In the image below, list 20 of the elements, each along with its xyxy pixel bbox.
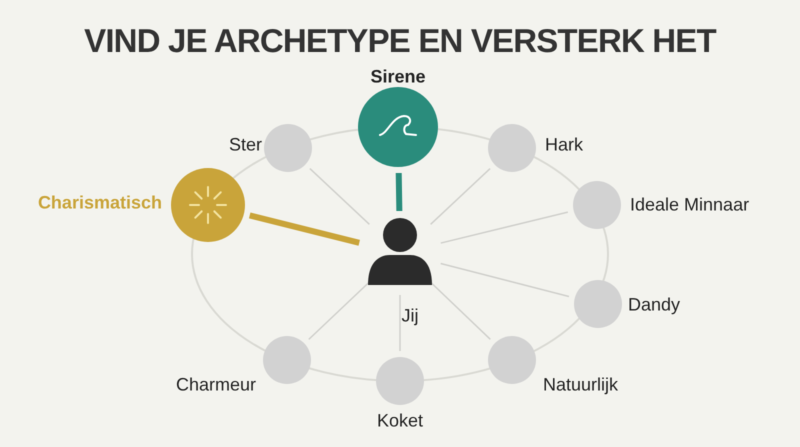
connector-line <box>396 172 402 212</box>
connector-line <box>399 295 401 351</box>
connector-line <box>308 281 370 340</box>
archetype-label: Charismatisch <box>38 192 162 214</box>
connector-line <box>430 281 491 340</box>
connector-line <box>248 212 360 246</box>
archetype-label: Ideale Minnaar <box>630 194 750 216</box>
title: VIND JE ARCHETYPE EN VERSTERK HET <box>84 21 716 61</box>
archetype-label: Ster <box>228 134 262 156</box>
archetype-label: Dandy <box>628 294 680 316</box>
connector-line <box>430 168 491 225</box>
archetype-label: Sirene <box>370 66 426 88</box>
archetype-label: Natuurlijk <box>543 374 618 396</box>
connector-line <box>309 168 370 225</box>
archetype-label: Jij <box>402 304 418 328</box>
archetype-label: Hark <box>545 134 584 156</box>
archetype-label: Charmeur <box>176 374 256 396</box>
connector-line <box>440 262 570 298</box>
connector-line <box>440 211 568 244</box>
archetype-label: Koket <box>376 410 424 432</box>
